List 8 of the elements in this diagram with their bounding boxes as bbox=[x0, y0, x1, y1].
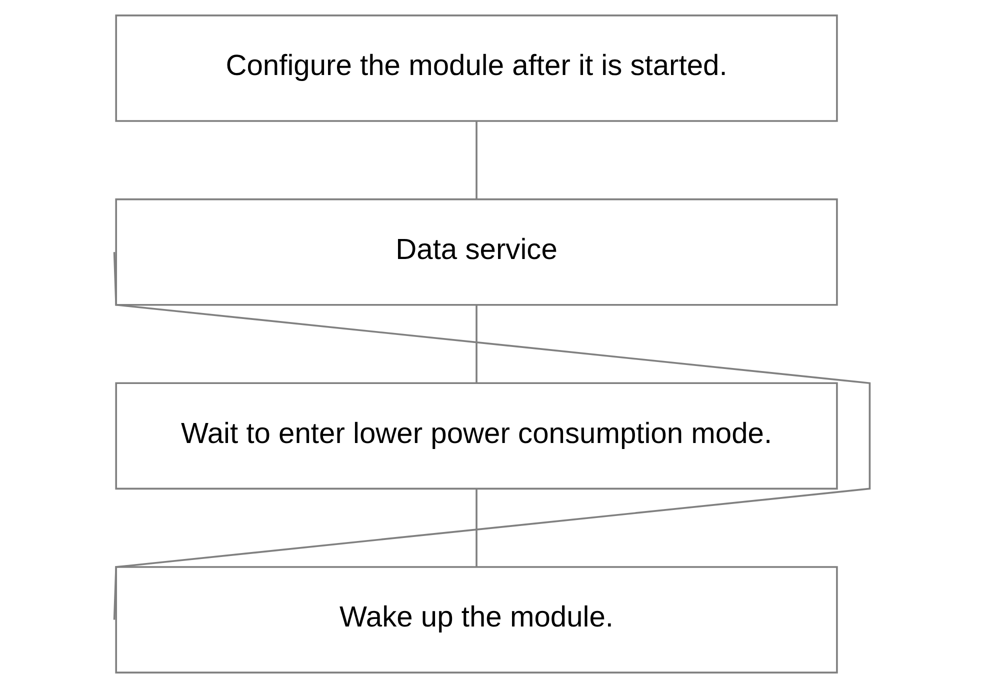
node-box: Data service bbox=[114, 198, 838, 306]
connector bbox=[475, 121, 477, 199]
connector bbox=[475, 305, 477, 383]
node-box: Configure the module after it is started. bbox=[114, 14, 838, 122]
connector bbox=[475, 488, 477, 567]
node-box: Wake up the module. bbox=[114, 566, 838, 674]
connector bbox=[112, 252, 870, 620]
node-box: Wait to enter lower power consumption mode. bbox=[114, 382, 838, 490]
